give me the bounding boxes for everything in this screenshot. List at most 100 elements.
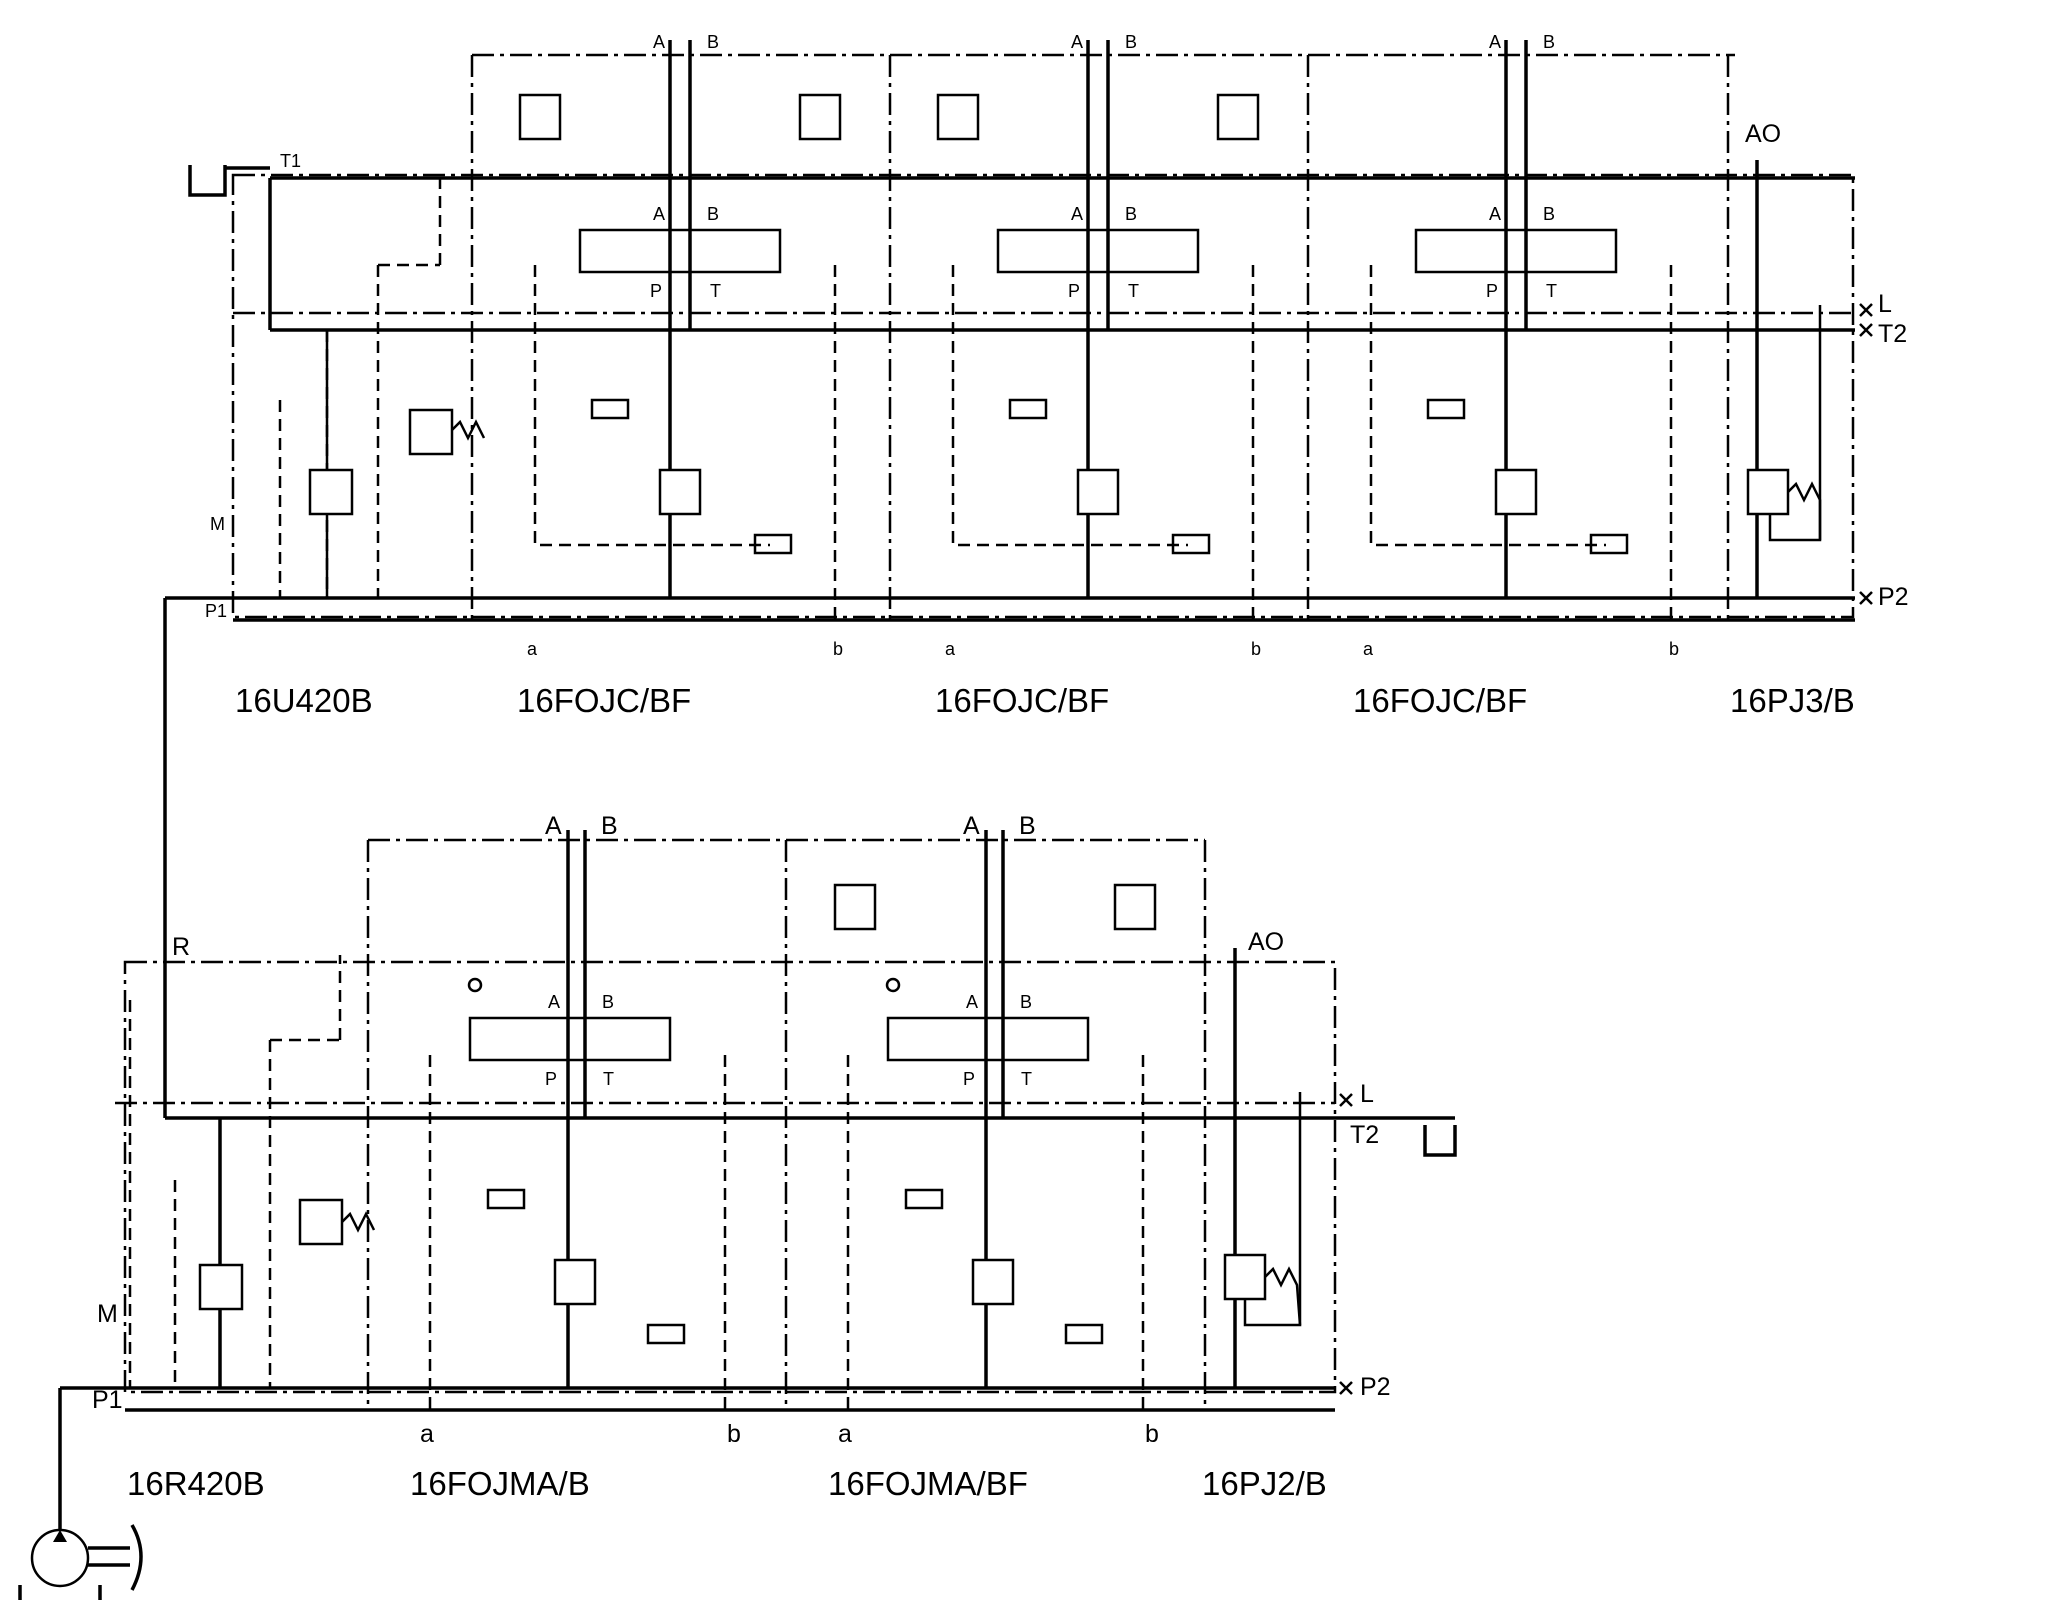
top-port-A-3: A: [1489, 32, 1501, 52]
top-1-relief-B-icon: [798, 93, 842, 141]
bottom-port-b-1: b: [727, 1420, 741, 1448]
top-3-compensator-icon: [1494, 468, 1538, 516]
bottom-2-lever-icon[interactable]: [885, 977, 901, 993]
top-port-a-2: a: [945, 639, 956, 659]
top-spool-3-P: P: [1486, 281, 1498, 301]
bottom-inlet-spring-icon: [341, 1211, 376, 1233]
top-port-T1: T1: [280, 151, 301, 171]
top-port-B-3: B: [1543, 32, 1555, 52]
top-1-pilot-a: [533, 265, 770, 547]
bottom-working-section-2: [833, 830, 1157, 1410]
bottom-port-AO: AO: [1248, 928, 1284, 956]
bottom-section-3-label: 16FOJMA/BF: [828, 1465, 1028, 1502]
bottom-port-L: L: [1360, 1080, 1374, 1108]
top-spool-2-B: B: [1125, 204, 1137, 224]
bottom-P2-cross-icon: [1339, 1381, 1353, 1395]
bottom-port-A-2: A: [963, 812, 980, 840]
top-port-A-2: A: [1071, 32, 1083, 52]
top-section-5-label: 16PJ3/B: [1730, 682, 1855, 719]
top-spool-1-T: T: [710, 281, 721, 301]
top-spool-3-A: A: [1489, 204, 1501, 224]
top-1-compensator-icon: [658, 468, 702, 516]
bottom-bank: [18, 830, 1457, 1600]
pump-arrow-icon: [53, 1530, 67, 1542]
top-port-T2: T2: [1878, 320, 1907, 348]
bottom-port-a-2: a: [838, 1420, 852, 1448]
bottom-end-spring-icon: [1243, 1266, 1302, 1327]
top-spool-1-P: P: [650, 281, 662, 301]
bottom-spool-2-P: P: [963, 1069, 975, 1089]
top-working-section-2: [936, 40, 1260, 620]
top-port-a-3: a: [1363, 639, 1374, 659]
bottom-bank-frame: [123, 960, 1337, 1394]
bottom-inlet-relief-valve-icon: [198, 1263, 244, 1311]
bottom-spool-1-P: P: [545, 1069, 557, 1089]
bottom-section-4-label: 16PJ2/B: [1202, 1465, 1327, 1502]
bottom-2-check-2-icon: [1064, 1323, 1104, 1345]
top-port-b-1: b: [833, 639, 843, 659]
top-2-check-icon: [1008, 398, 1048, 420]
bottom-port-P2: P2: [1360, 1373, 1391, 1401]
top-L-cross-icon: [1859, 303, 1873, 317]
bottom-working-section-1: [428, 830, 727, 1410]
top-end-spring-icon: [1768, 481, 1822, 542]
top-spool-2-A: A: [1071, 204, 1083, 224]
top-port-B-1: B: [707, 32, 719, 52]
top-spool-1-A: A: [653, 204, 665, 224]
top-tank-T1-icon: [188, 165, 227, 197]
bottom-port-a-1: a: [420, 1420, 434, 1448]
bottom-L-cross-icon: [1339, 1093, 1353, 1107]
top-section-1-label: 16U420B: [235, 682, 373, 719]
top-T2-cross-icon: [1859, 323, 1873, 337]
bottom-port-P1: P1: [92, 1386, 123, 1414]
bottom-1-compensator-icon: [553, 1258, 597, 1306]
top-spool-3-icon: [1414, 228, 1618, 274]
top-spool-2-T: T: [1128, 281, 1139, 301]
bottom-spool-1-icon: [468, 1016, 672, 1062]
top-section-2-label: 16FOJC/BF: [517, 682, 691, 719]
bottom-spool-1-T: T: [603, 1069, 614, 1089]
bottom-2-relief-A-icon: [833, 883, 877, 931]
top-P2-cross-icon: [1859, 591, 1873, 605]
bottom-2-compensator-icon: [971, 1258, 1015, 1306]
top-port-M: M: [210, 514, 225, 534]
top-2-pilot-a: [951, 265, 1188, 547]
top-section-4-label: 16FOJC/BF: [1353, 682, 1527, 719]
top-spool-2-icon: [996, 228, 1200, 274]
top-working-section-3: [1369, 40, 1673, 620]
top-port-L: L: [1878, 290, 1892, 318]
bottom-spool-2-icon: [886, 1016, 1090, 1062]
top-3-pilot-a: [1369, 265, 1606, 547]
bottom-2-relief-B-icon: [1113, 883, 1157, 931]
bottom-port-A-1: A: [545, 812, 562, 840]
top-bank: [163, 40, 1855, 1110]
top-section-3-label: 16FOJC/BF: [935, 682, 1109, 719]
top-port-A-1: A: [653, 32, 665, 52]
top-1-relief-A-icon: [518, 93, 562, 141]
bottom-1-check-icon: [486, 1188, 526, 1210]
bottom-tank-T2-icon: [1423, 1125, 1457, 1157]
top-2-relief-A-icon: [936, 93, 980, 141]
top-1-check-icon: [590, 398, 630, 420]
bottom-spool-2-B: B: [1020, 992, 1032, 1012]
pump-motor-icon: [130, 1524, 143, 1591]
bottom-1-lever-icon[interactable]: [467, 977, 483, 993]
bottom-spool-1-B: B: [602, 992, 614, 1012]
top-working-section-1: [518, 40, 842, 620]
top-port-P1: P1: [205, 601, 227, 621]
top-port-a-1: a: [527, 639, 538, 659]
top-bank-frame: [231, 173, 1855, 619]
pump-shaft-icon: [88, 1546, 130, 1567]
top-port-b-2: b: [1251, 639, 1261, 659]
top-port-P2: P2: [1878, 583, 1909, 611]
bottom-port-b-2: b: [1145, 1420, 1159, 1448]
bottom-spool-2-A: A: [966, 992, 978, 1012]
top-inlet-compensator-icon: [408, 408, 454, 456]
bottom-section-2-label: 16FOJMA/B: [410, 1465, 590, 1502]
bottom-port-T2: T2: [1350, 1121, 1379, 1149]
top-spool-2-P: P: [1068, 281, 1080, 301]
bottom-port-B-1: B: [601, 812, 618, 840]
bottom-inlet-compensator-icon: [298, 1198, 344, 1246]
